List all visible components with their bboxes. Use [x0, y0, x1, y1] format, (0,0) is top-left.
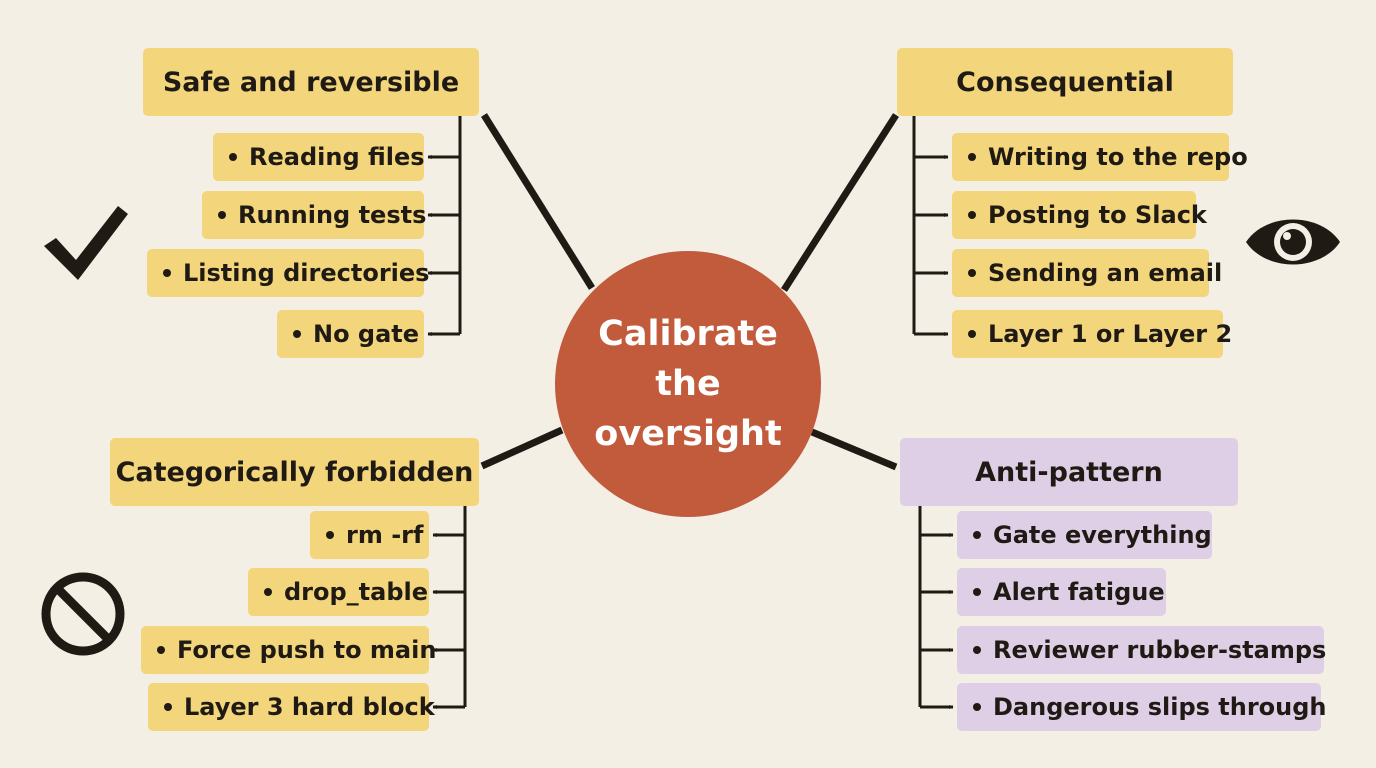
- bullet-icon: [264, 588, 272, 596]
- bullet-icon: [229, 153, 237, 161]
- antipattern-header: Anti-pattern: [900, 438, 1238, 506]
- bullet-icon: [968, 330, 976, 338]
- bullet-icon: [973, 703, 981, 711]
- bullet-icon: [968, 153, 976, 161]
- forbidden-header: Categorically forbidden: [110, 438, 479, 506]
- bullet-icon: [968, 269, 976, 277]
- list-item: Alert fatigue: [957, 568, 1166, 616]
- list-item: Running tests: [202, 191, 426, 239]
- list-item: No gate: [277, 310, 424, 358]
- safe-header: Safe and reversible: [143, 48, 479, 116]
- list-item: Posting to Slack: [952, 191, 1207, 239]
- center-hub: Calibrate the oversight: [555, 251, 821, 517]
- consequential-title: Consequential: [956, 66, 1174, 98]
- list-item: Gate everything: [957, 511, 1212, 559]
- checkmark-icon: [44, 206, 128, 280]
- list-item: Reading files: [213, 133, 425, 181]
- forbidden-title: Categorically forbidden: [115, 456, 474, 488]
- bullet-icon: [968, 211, 976, 219]
- bullet-icon: [157, 646, 165, 654]
- list-item: Layer 3 hard block: [148, 683, 435, 731]
- bullet-icon: [163, 269, 171, 277]
- list-item: Dangerous slips through: [957, 683, 1327, 731]
- list-item: Layer 1 or Layer 2: [952, 310, 1232, 358]
- list-item: Reviewer rubber-stamps: [957, 626, 1326, 674]
- list-item: Listing directories: [147, 249, 429, 297]
- bullet-icon: [973, 588, 981, 596]
- eye-icon: [1246, 219, 1340, 265]
- antipattern-title: Anti-pattern: [975, 456, 1163, 488]
- bullet-icon: [164, 703, 172, 711]
- list-item: drop_table: [248, 568, 429, 616]
- center-label: Calibrate the oversight: [594, 314, 782, 454]
- arrow-to-consequential: [781, 113, 899, 292]
- bullet-icon: [973, 646, 981, 654]
- prohibited-icon: [41, 572, 125, 656]
- bullet-icon: [218, 211, 226, 219]
- list-item: Force push to main: [141, 626, 436, 674]
- bullet-icon: [973, 531, 981, 539]
- list-item: Writing to the repo: [952, 133, 1248, 181]
- arrow-to-forbidden: [480, 426, 564, 470]
- bullet-icon: [293, 330, 301, 338]
- bullet-icon: [326, 531, 334, 539]
- list-item: Sending an email: [952, 249, 1222, 297]
- arrow-to-safe: [481, 113, 595, 290]
- safe-title: Safe and reversible: [162, 66, 460, 98]
- arrow-to-antipattern: [810, 428, 898, 471]
- list-item: rm -rf: [310, 511, 429, 559]
- consequential-header: Consequential: [897, 48, 1233, 116]
